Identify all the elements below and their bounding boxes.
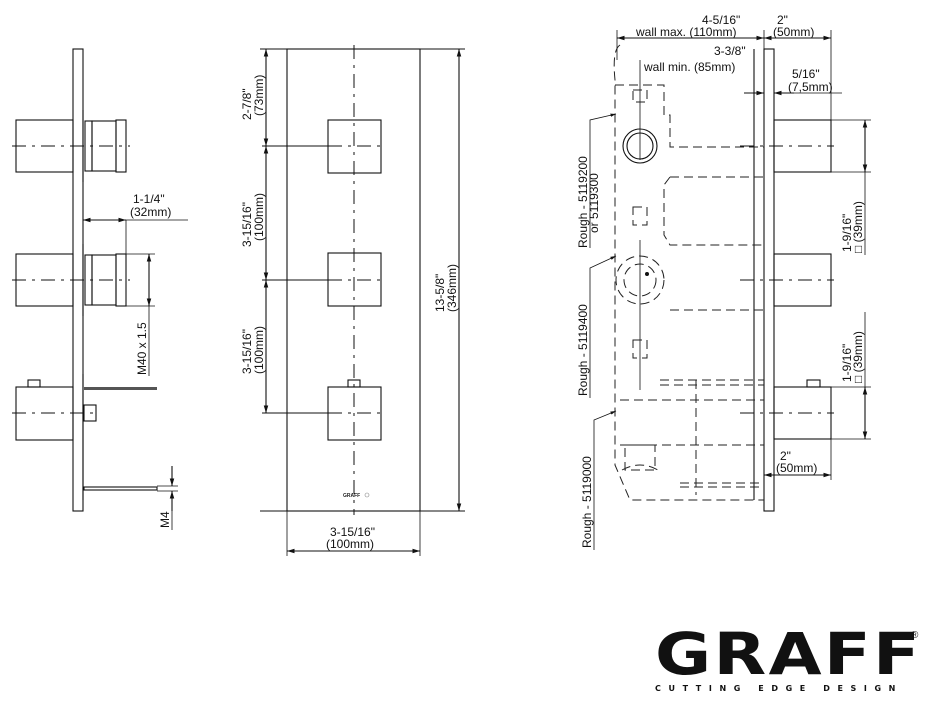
- trim-depth-mm: (50mm): [773, 25, 814, 39]
- screw-label: M4: [158, 511, 172, 528]
- handle-size1-in: 1-9/16": [840, 214, 854, 252]
- wall-min-label: wall min. (85mm): [643, 60, 735, 74]
- top-offset-mm: (73mm): [252, 75, 266, 116]
- rough-valve-body: [613, 44, 764, 501]
- rough1-label: Rough - 5119200: [576, 156, 590, 248]
- spacing1-mm: (100mm): [252, 193, 266, 241]
- rough1-alt: or 5119300: [587, 173, 601, 233]
- height-in: 13-5/8": [433, 274, 447, 312]
- spacing2-mm: (100mm): [252, 326, 266, 374]
- thread-ring-1: [115, 119, 127, 173]
- side-view: 1-1/4" (32mm) M40 x 1.5 M4: [12, 48, 188, 530]
- rough3-label: Rough - 5119000: [580, 456, 594, 548]
- width-in: 3-15/16": [330, 525, 375, 539]
- wall-max-label: wall max. (110mm): [635, 25, 736, 39]
- rough2-label: Rough - 5119400: [576, 304, 590, 396]
- height-mm: (346mm): [445, 264, 459, 312]
- brand-tagline: CUTTING EDGE DESIGN: [655, 684, 903, 693]
- section-view: 4-5/16" wall max. (110mm) 2" (50mm) 3-3/…: [576, 13, 871, 550]
- mounting-rod-2: [83, 486, 158, 491]
- bottom-depth-in: 2": [780, 449, 791, 463]
- plate-logo: GRAFF: [343, 493, 360, 499]
- brand-name: GRAFF: [655, 620, 923, 688]
- plate-thickness-mm: (7,5mm): [788, 80, 833, 94]
- wall-max-in: 4-5/16": [702, 13, 740, 27]
- front-view: GRAFF 2-7/8" (73mm) 3-15/16" (100mm) 3-1…: [240, 45, 465, 556]
- width-mm: (100mm): [326, 537, 374, 551]
- thread-label: M40 x 1.5: [135, 322, 149, 375]
- registered-mark: ®: [911, 630, 919, 641]
- handle-size2-mm: □ (39mm): [851, 331, 865, 383]
- depth-label-in: 1-1/4": [133, 192, 165, 206]
- handle-size2-in: 1-9/16": [840, 344, 854, 382]
- bottom-depth-mm: (50mm): [776, 461, 817, 475]
- wall-min-in: 3-3/8": [714, 44, 746, 58]
- spacing1-in: 3-15/16": [240, 202, 254, 247]
- top-offset-in: 2-7/8": [240, 88, 254, 120]
- trim-depth-in: 2": [777, 13, 788, 27]
- spacing2-in: 3-15/16": [240, 329, 254, 374]
- plate-thickness-in: 5/16": [792, 67, 820, 81]
- mounting-rod-1: [84, 387, 157, 390]
- thread-ring-2: [115, 253, 127, 307]
- depth-label-mm: (32mm): [130, 205, 171, 219]
- brand-logo: GRAFF ® CUTTING EDGE DESIGN: [655, 625, 925, 693]
- handle-size1-mm: □ (39mm): [851, 201, 865, 253]
